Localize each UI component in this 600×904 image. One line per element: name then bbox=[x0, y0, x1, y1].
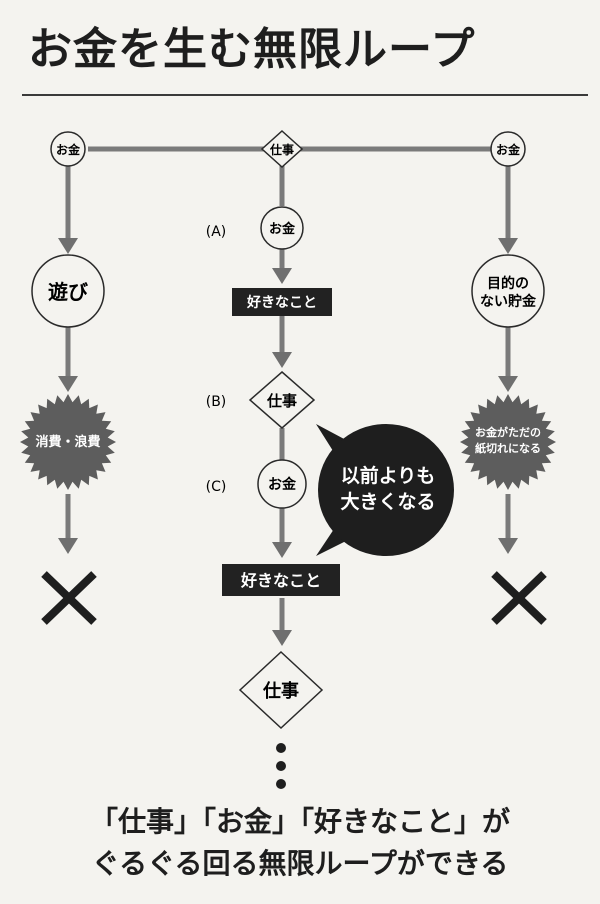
cross-stroke bbox=[41, 571, 97, 625]
waste-label: 消費・浪費 bbox=[35, 434, 100, 450]
bubble-line2: 大きくなる bbox=[340, 490, 435, 513]
left-column-arrows bbox=[58, 163, 78, 554]
top-center-work-node bbox=[260, 129, 304, 169]
step-label-b: (B) bbox=[206, 394, 227, 410]
arrow-head bbox=[58, 238, 78, 254]
money-node-c bbox=[257, 459, 307, 509]
arrow-head bbox=[498, 538, 518, 554]
work-node-b bbox=[248, 371, 316, 429]
bubble-line1: 以前よりも bbox=[341, 464, 436, 487]
paper-label-line1: お金がただの bbox=[475, 425, 541, 439]
caption-line2: ぐるぐる回る無限ループができる bbox=[91, 847, 509, 880]
saving-node bbox=[471, 254, 545, 328]
play-node bbox=[31, 254, 105, 328]
dot bbox=[276, 761, 286, 771]
paper-burst-node bbox=[460, 394, 556, 490]
arrow-head bbox=[498, 238, 518, 254]
like-box-1 bbox=[232, 288, 332, 316]
title-rule bbox=[22, 94, 588, 96]
right-cross-mark bbox=[491, 571, 547, 625]
top-right-money-node bbox=[490, 131, 526, 167]
play-label: 遊び bbox=[48, 280, 89, 304]
dot bbox=[276, 779, 286, 789]
dot bbox=[276, 743, 286, 753]
saving-label-line1: 目的の bbox=[487, 275, 529, 292]
page-title: お金を生む無限ループ bbox=[28, 24, 476, 75]
top-left-money-label: お金 bbox=[56, 142, 81, 157]
top-left-money-node bbox=[50, 131, 86, 167]
right-column-arrows bbox=[498, 163, 518, 554]
like-label-1: 好きなこと bbox=[246, 294, 317, 311]
work-label-b: 仕事 bbox=[266, 392, 297, 410]
left-cross-mark bbox=[41, 571, 97, 625]
work-label-bottom: 仕事 bbox=[262, 680, 299, 702]
caption-line1: 「仕事」「お金」「好きなこと」が bbox=[89, 805, 510, 838]
bubble-body bbox=[318, 424, 454, 556]
cross-stroke bbox=[491, 571, 547, 625]
step-label-c: (C) bbox=[206, 479, 227, 495]
top-right-money-label: お金 bbox=[496, 142, 521, 157]
arrow-head bbox=[272, 630, 292, 646]
money-node-a bbox=[260, 206, 304, 250]
top-center-work-label: 仕事 bbox=[269, 142, 294, 157]
like-label-2: 好きなこと bbox=[240, 571, 321, 590]
paper-label-line2: 紙切れになる bbox=[475, 441, 541, 455]
center-column-arrows bbox=[272, 166, 292, 646]
step-label-a: (A) bbox=[206, 224, 227, 240]
arrow-head bbox=[58, 538, 78, 554]
arrow-head bbox=[498, 376, 518, 392]
arrow-head bbox=[272, 352, 292, 368]
saving-label-line2: ない貯金 bbox=[480, 293, 537, 310]
arrow-head bbox=[272, 542, 292, 558]
waste-burst-node bbox=[20, 394, 116, 490]
continuation-dots bbox=[276, 743, 286, 789]
work-node-bottom bbox=[238, 650, 324, 730]
arrow-head bbox=[272, 268, 292, 284]
arrow-head bbox=[58, 376, 78, 392]
money-label-c: お金 bbox=[268, 476, 297, 493]
money-label-a: お金 bbox=[269, 221, 296, 237]
speech-bubble: 以前よりも 大きくなる bbox=[316, 424, 454, 556]
like-box-2 bbox=[222, 564, 340, 596]
